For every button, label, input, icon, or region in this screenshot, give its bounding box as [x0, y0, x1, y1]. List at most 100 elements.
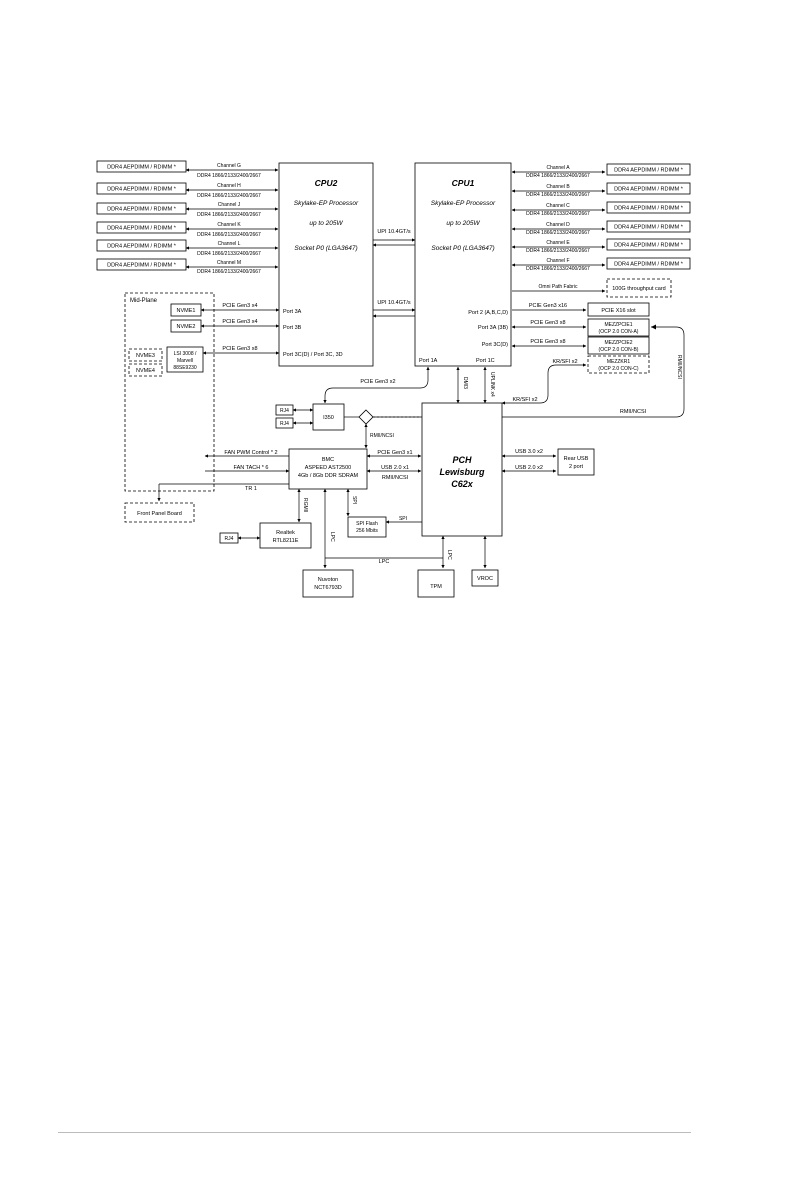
svg-text:RMII/NCSI: RMII/NCSI — [620, 409, 647, 415]
svg-text:Port 3A: Port 3A — [283, 309, 302, 315]
svg-text:FAN PWM Control * 2: FAN PWM Control * 2 — [224, 450, 277, 456]
svg-text:DDR4 AEPDIMM / RDIMM *: DDR4 AEPDIMM / RDIMM * — [614, 243, 684, 249]
svg-text:VROC: VROC — [477, 576, 493, 582]
svg-text:USB 2.0 x2: USB 2.0 x2 — [515, 465, 543, 471]
svg-text:Channel M: Channel M — [217, 260, 241, 266]
svg-text:DDR4 1866/2133/2400/2667: DDR4 1866/2133/2400/2667 — [526, 248, 590, 254]
front-panel-board: Front Panel Board — [124, 502, 195, 523]
svg-text:Channel E: Channel E — [546, 240, 570, 246]
svg-text:Channel C: Channel C — [546, 203, 570, 209]
midplane-region: Mid-Plane NVME1 PCIE Gen3 x4 NVME2 PCIE … — [124, 292, 280, 492]
svg-text:Skylake-EP Processor: Skylake-EP Processor — [294, 200, 359, 207]
svg-text:DDR4 AEPDIMM / RDIMM *: DDR4 AEPDIMM / RDIMM * — [107, 187, 177, 193]
svg-text:DDR4 1866/2133/2400/2667: DDR4 1866/2133/2400/2667 — [197, 269, 261, 275]
dimm-h: DDR4 AEPDIMM / RDIMM * Channel H DDR4 18… — [96, 182, 279, 199]
cpu2-memory-group: DDR4 AEPDIMM / RDIMM * Channel G DDR4 18… — [96, 160, 279, 275]
bmc-fan-signals: FAN PWM Control * 2 FAN TACH * 6 TR 1 — [157, 450, 290, 502]
svg-text:DDR4 AEPDIMM / RDIMM *: DDR4 AEPDIMM / RDIMM * — [107, 165, 177, 171]
svg-text:PCIE Gen3 x8: PCIE Gen3 x8 — [530, 320, 565, 326]
pcie-x2-link: PCIE Gen3 x2 — [323, 366, 430, 404]
tpm: TPM — [417, 569, 455, 598]
bmc-pch-links: PCIE Gen3 x1 USB 2.0 x1 RMII/NCSI — [366, 450, 422, 481]
svg-text:DDR4 AEPDIMM / RDIMM *: DDR4 AEPDIMM / RDIMM * — [107, 226, 177, 232]
svg-text:SPI Flash: SPI Flash — [356, 521, 378, 527]
mezz2-link: PCIE Gen3 x8 MEZZPCIE2 (OCP 2.0 CON-B) — [511, 336, 650, 355]
svg-text:PCIE Gen3 x16: PCIE Gen3 x16 — [529, 303, 567, 309]
svg-text:PCIE Gen3 x1: PCIE Gen3 x1 — [377, 450, 412, 456]
svg-text:Mid-Plane: Mid-Plane — [130, 298, 158, 304]
svg-text:PCIE Gen3 x4: PCIE Gen3 x4 — [222, 319, 257, 325]
svg-text:Port 3C(D): Port 3C(D) — [482, 342, 508, 348]
svg-text:PCIE Gen3 x8: PCIE Gen3 x8 — [530, 339, 565, 345]
dimm-f: Channel F DDR4 1866/2133/2400/2667 DDR4 … — [511, 257, 691, 272]
svg-text:Channel F: Channel F — [546, 258, 569, 264]
mezz1-link: PCIE Gen3 x8 MEZZPCIE1 (OCP 2.0 CON-A) — [511, 318, 650, 337]
svg-text:MEZZPCIE1: MEZZPCIE1 — [604, 322, 632, 328]
svg-text:ASPEED AST2500: ASPEED AST2500 — [305, 465, 351, 471]
svg-text:Port 3C(D) / Port 3C, 3D: Port 3C(D) / Port 3C, 3D — [283, 352, 343, 358]
svg-text:DDR4 AEPDIMM / RDIMM *: DDR4 AEPDIMM / RDIMM * — [614, 225, 684, 231]
svg-text:DDR4 1866/2133/2400/2667: DDR4 1866/2133/2400/2667 — [526, 266, 590, 272]
vroc: VROC — [471, 535, 499, 587]
svg-text:Port 1C: Port 1C — [476, 358, 495, 364]
svg-text:Channel K: Channel K — [217, 222, 241, 228]
dimm-b: Channel B DDR4 1866/2133/2400/2667 DDR4 … — [511, 182, 691, 198]
i350-block: I350 RJ4 RJ4 — [275, 403, 360, 431]
svg-text:MEZZKR1: MEZZKR1 — [607, 359, 631, 365]
svg-text:DDR4 1866/2133/2400/2667: DDR4 1866/2133/2400/2667 — [526, 173, 590, 179]
kr-sfi-link: KR/SFI x2 KR/SFI x2 — [501, 359, 587, 405]
svg-text:NVME1: NVME1 — [177, 308, 196, 314]
svg-text:Front Panel Board: Front Panel Board — [137, 511, 182, 517]
svg-text:FAN TACH * 6: FAN TACH * 6 — [234, 465, 269, 471]
svg-text:4Gb / 8Gb DDR SDRAM: 4Gb / 8Gb DDR SDRAM — [298, 473, 359, 479]
svg-text:NVME4: NVME4 — [136, 368, 155, 374]
svg-text:Channel D: Channel D — [546, 222, 570, 228]
svg-text:DDR4 AEPDIMM / RDIMM *: DDR4 AEPDIMM / RDIMM * — [614, 168, 684, 174]
svg-text:UPI 10.4GT/s: UPI 10.4GT/s — [377, 229, 411, 235]
svg-text:LSI 3008 /: LSI 3008 / — [174, 351, 197, 357]
rmii-ncsi-right: RMII/NCSI RMII/NCSI — [371, 324, 685, 418]
svg-text:DDR4 1866/2133/2400/2667: DDR4 1866/2133/2400/2667 — [197, 232, 261, 238]
svg-text:Port 1A: Port 1A — [419, 358, 438, 364]
svg-text:DDR4 1866/2133/2400/2667: DDR4 1866/2133/2400/2667 — [526, 230, 590, 236]
cpu1-pch-links: DMI3 UPLINK x4 — [456, 366, 495, 404]
svg-text:TPM: TPM — [430, 584, 442, 590]
footer-rule — [58, 1132, 691, 1133]
ncsi-mux: RMII/NCSI — [358, 409, 421, 449]
svg-text:LPC: LPC — [446, 550, 452, 560]
svg-text:PCIE Gen3 x2: PCIE Gen3 x2 — [360, 379, 395, 385]
cpu1-block: CPU1 Skylake-EP Processor up to 205W Soc… — [414, 162, 512, 367]
svg-text:Socket P0 (LGA3647): Socket P0 (LGA3647) — [431, 245, 494, 252]
svg-text:Socket P0 (LGA3647): Socket P0 (LGA3647) — [294, 245, 357, 252]
svg-text:C62x: C62x — [451, 479, 474, 489]
nvme1: NVME1 PCIE Gen3 x4 — [170, 303, 280, 317]
mezzkr-block: MEZZKR1 (OCP 2.0 CON-C) — [587, 355, 650, 374]
svg-text:NVME2: NVME2 — [177, 324, 196, 330]
nvme2: NVME2 PCIE Gen3 x4 — [170, 319, 280, 333]
svg-text:DDR4 1866/2133/2400/2667: DDR4 1866/2133/2400/2667 — [526, 211, 590, 217]
svg-text:DMI3: DMI3 — [462, 377, 468, 389]
lpc-bus: LPC LPC LPC — [323, 488, 452, 569]
svg-text:256 Mbits: 256 Mbits — [356, 528, 378, 534]
svg-text:NCT6793D: NCT6793D — [314, 585, 342, 591]
svg-text:RTL8211E: RTL8211E — [273, 538, 299, 544]
svg-text:Port 2 (A,B,C,D): Port 2 (A,B,C,D) — [468, 310, 508, 316]
dimm-m: DDR4 AEPDIMM / RDIMM * Channel M DDR4 18… — [96, 258, 279, 275]
svg-text:CPU1: CPU1 — [452, 178, 475, 188]
svg-text:Omni Path Fabric: Omni Path Fabric — [539, 284, 578, 290]
svg-text:UPLINK x4: UPLINK x4 — [489, 372, 495, 397]
svg-text:SPI: SPI — [351, 496, 357, 504]
svg-text:Channel L: Channel L — [218, 241, 241, 247]
svg-text:DDR4 AEPDIMM / RDIMM *: DDR4 AEPDIMM / RDIMM * — [107, 207, 177, 213]
svg-text:RJ4: RJ4 — [280, 408, 289, 414]
svg-text:SPI: SPI — [399, 516, 407, 522]
svg-text:BMC: BMC — [322, 457, 334, 463]
pch-block: PCH Lewisburg C62x — [421, 402, 503, 537]
svg-text:Lewisburg: Lewisburg — [439, 467, 485, 477]
svg-text:Channel H: Channel H — [217, 183, 241, 189]
svg-text:RMII/NCSI: RMII/NCSI — [676, 355, 682, 379]
svg-text:Port 3B: Port 3B — [283, 325, 302, 331]
svg-text:2 port: 2 port — [569, 464, 584, 470]
svg-text:PCH: PCH — [452, 455, 472, 465]
